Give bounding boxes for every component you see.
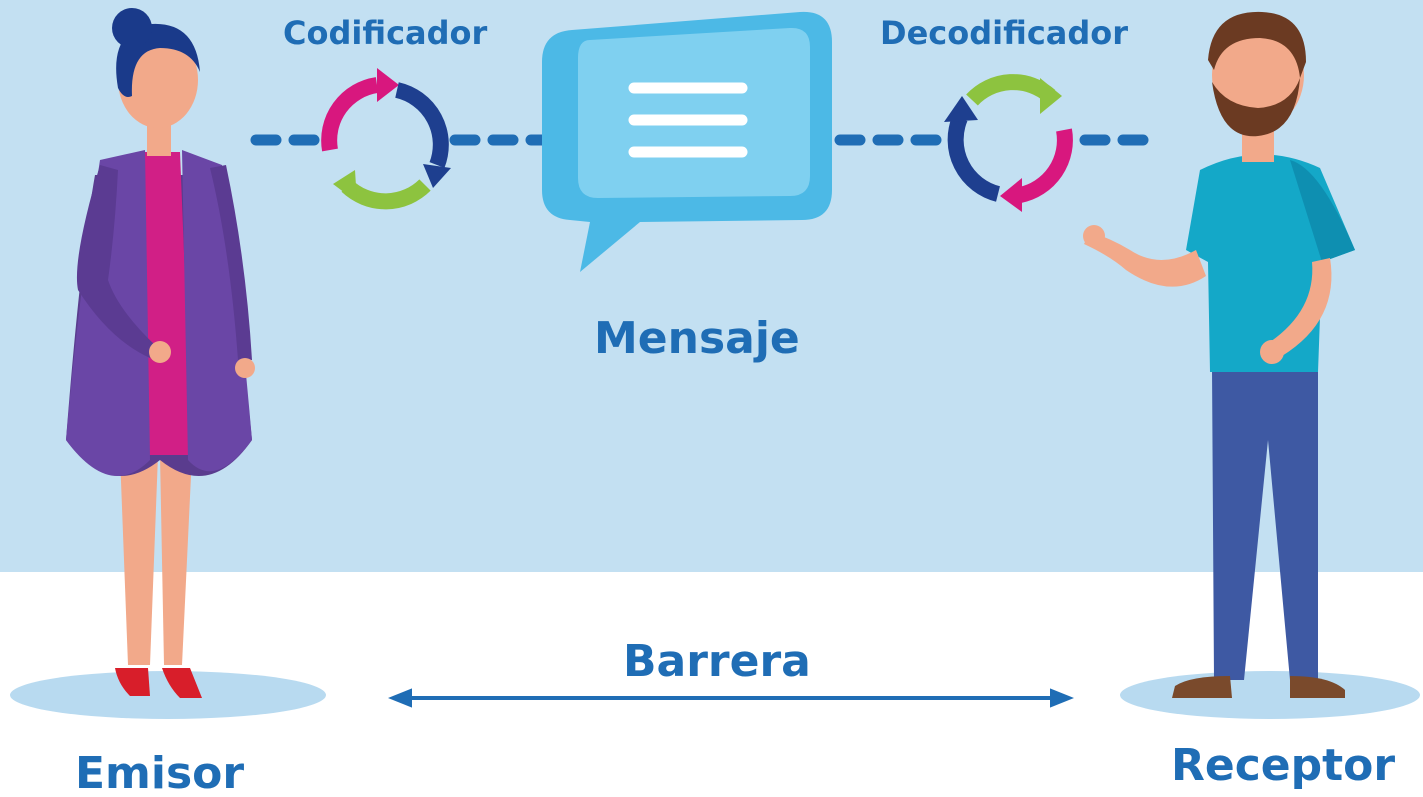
receiver-shadow [1120, 671, 1420, 719]
barrier-label: Barrera [623, 636, 811, 687]
message-speech-bubble-icon [542, 11, 832, 272]
encoder-label: Codificador [283, 14, 488, 52]
receiver-label: Receptor [1171, 740, 1396, 791]
sender-label: Emisor [75, 748, 245, 797]
decoder-label: Decodificador [880, 14, 1129, 52]
receiver-figure [1083, 11, 1355, 698]
sender-figure [66, 8, 255, 698]
decoder-cycle-icon [944, 74, 1073, 212]
encoder-cycle-icon [321, 68, 451, 210]
sender-shadow [10, 671, 326, 719]
message-label: Mensaje [594, 313, 800, 364]
